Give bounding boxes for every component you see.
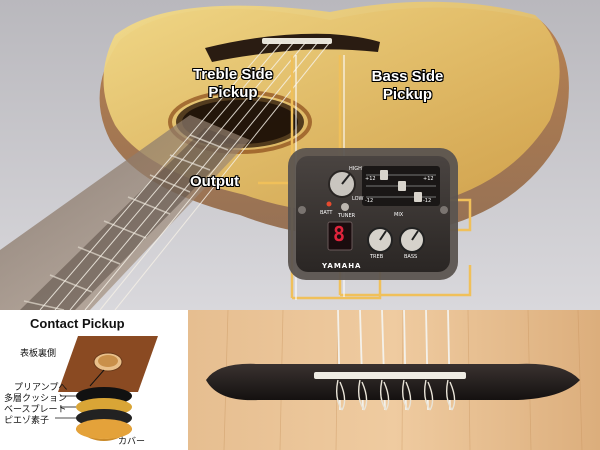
strings xyxy=(39,41,331,310)
slider-mark: -12 xyxy=(423,198,432,204)
brand-logo: YAMAHA xyxy=(322,262,362,270)
screw-icon xyxy=(298,206,306,214)
output-label: Output xyxy=(190,173,240,190)
bass-label-line2: Pickup xyxy=(382,86,433,103)
tuner-digit: 8 xyxy=(333,222,346,246)
knob-label-low: LOW xyxy=(352,196,364,202)
contact-pickup-panel: Contact Pickup 表板裏側 プリアンプへ 多層クッション ベースプレ… xyxy=(0,310,188,450)
knob-label-high: HIGH xyxy=(349,166,362,172)
knob-label-treb: TREB xyxy=(370,254,384,260)
slider-mark: +12 xyxy=(423,176,434,182)
knob-label-batt: BATT xyxy=(320,210,333,216)
part-label-cover: カバー xyxy=(118,437,146,447)
screw-icon xyxy=(440,206,448,214)
bass-wire-return xyxy=(340,265,472,297)
pickup-cover xyxy=(76,419,132,439)
treble-label-line2: Pickup xyxy=(208,84,258,101)
part-label-base-plate: ベースプレート xyxy=(4,405,67,415)
bass-side-pickup-label: Bass Side Pickup xyxy=(350,68,465,104)
slider-mark: -12 xyxy=(365,198,374,204)
bridge-photo xyxy=(188,310,600,450)
guitar-overview-panel: HIGH LOW BATT TUNER +12 +12 -12 -12 MIX … xyxy=(0,0,600,310)
fretboard xyxy=(20,128,240,310)
ebony-bridge xyxy=(206,363,580,401)
slider-mark: +12 xyxy=(365,176,376,182)
treble-side-pickup-label: Treble Side Pickup xyxy=(168,66,298,102)
knob-label-mix: MIX xyxy=(394,212,404,218)
bridge-saddle xyxy=(314,372,466,379)
bass-label-line1: Bass Side xyxy=(371,68,444,85)
part-label-soundboard: 表板裏側 xyxy=(20,349,57,359)
guitar-bridge xyxy=(205,33,380,62)
part-label-cushion: 多層クッション xyxy=(4,394,68,404)
string-ties xyxy=(335,379,456,411)
guitar-illustration xyxy=(0,0,600,310)
battery-led-icon xyxy=(326,201,332,207)
saddle xyxy=(262,38,332,44)
pickup-exploded-view xyxy=(55,336,158,441)
treble-label-line1: Treble Side xyxy=(192,66,274,83)
tuner-button[interactable] xyxy=(341,203,349,211)
tuner-display xyxy=(327,221,353,251)
knob-label-tuner: TUNER xyxy=(338,213,356,219)
preamp-panel xyxy=(288,148,458,280)
bridge-photo-panel xyxy=(188,310,600,450)
part-label-piezo: ピエゾ素子 xyxy=(4,416,50,426)
eq-slider-caps[interactable] xyxy=(380,170,422,202)
contact-pickup-title: Contact Pickup xyxy=(30,316,125,331)
knob-label-bass: BASS xyxy=(404,254,418,260)
part-label-to-preamp: プリアンプへ xyxy=(14,383,68,393)
